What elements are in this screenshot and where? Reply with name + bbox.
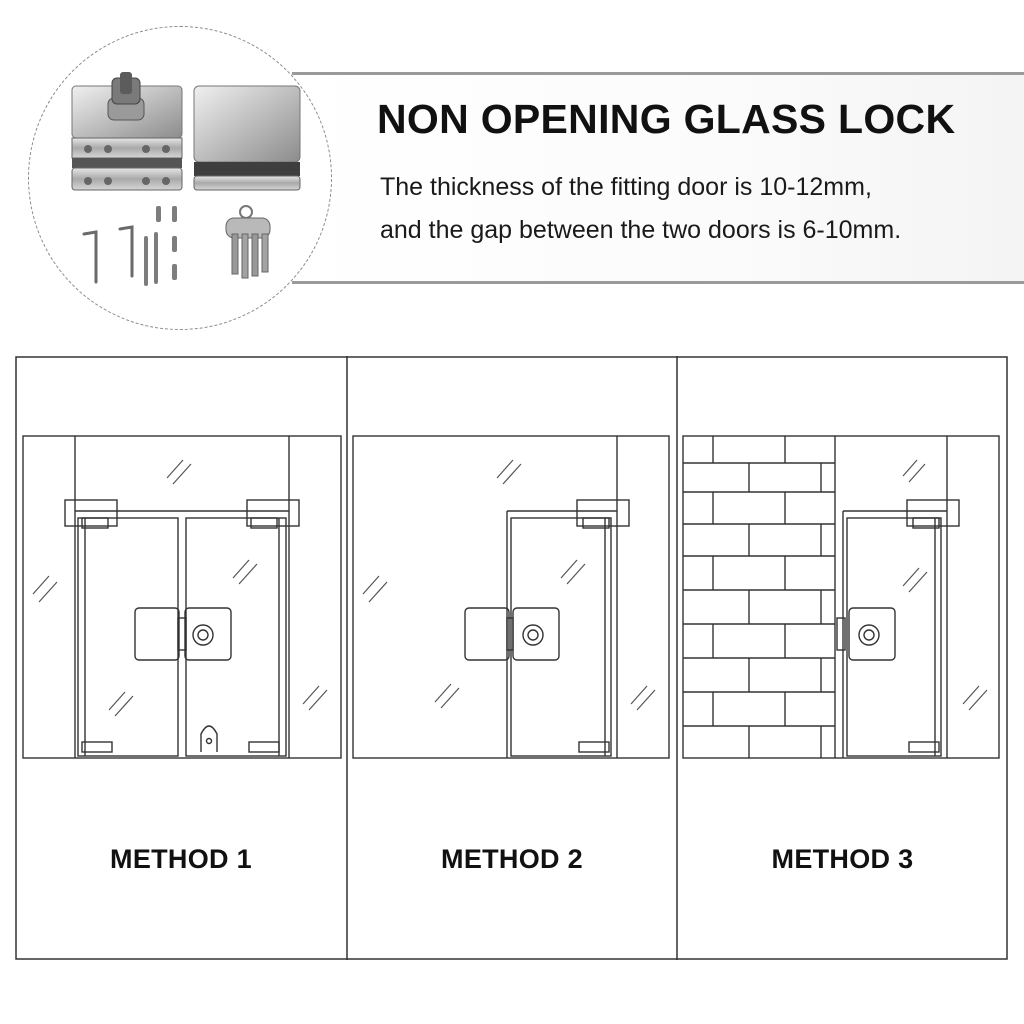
lock-body-icon: [71, 72, 183, 191]
method-3-label: METHOD 3: [771, 844, 914, 874]
page-title: NON OPENING GLASS LOCK: [377, 96, 956, 142]
header-bottom-divider: [292, 281, 1024, 284]
method-1-label: METHOD 1: [110, 844, 252, 874]
method-3-diagram: [682, 435, 1000, 759]
method-3-panel: METHOD 3: [677, 356, 1008, 960]
method-1-diagram: [22, 435, 342, 759]
methods-grid: METHOD 1: [15, 356, 1008, 960]
description: The thickness of the fitting door is 10-…: [380, 166, 1010, 252]
hex-keys-icon: [82, 225, 134, 284]
description-line-1: The thickness of the fitting door is 10-…: [380, 173, 872, 201]
description-line-2: and the gap between the two doors is 6-1…: [380, 216, 902, 244]
method-2-label: METHOD 2: [441, 844, 583, 874]
header-top-divider: [292, 72, 1024, 75]
method-1-panel: METHOD 1: [15, 356, 347, 960]
keys-icon: [225, 205, 271, 279]
lock-strike-icon: [193, 85, 301, 191]
header-background: [292, 75, 1024, 281]
product-illustration: [71, 72, 301, 286]
method-2-diagram: [352, 435, 670, 759]
screws-icon: [144, 206, 177, 286]
method-2-panel: METHOD 2: [347, 356, 677, 960]
methods-frame: [15, 356, 1008, 960]
